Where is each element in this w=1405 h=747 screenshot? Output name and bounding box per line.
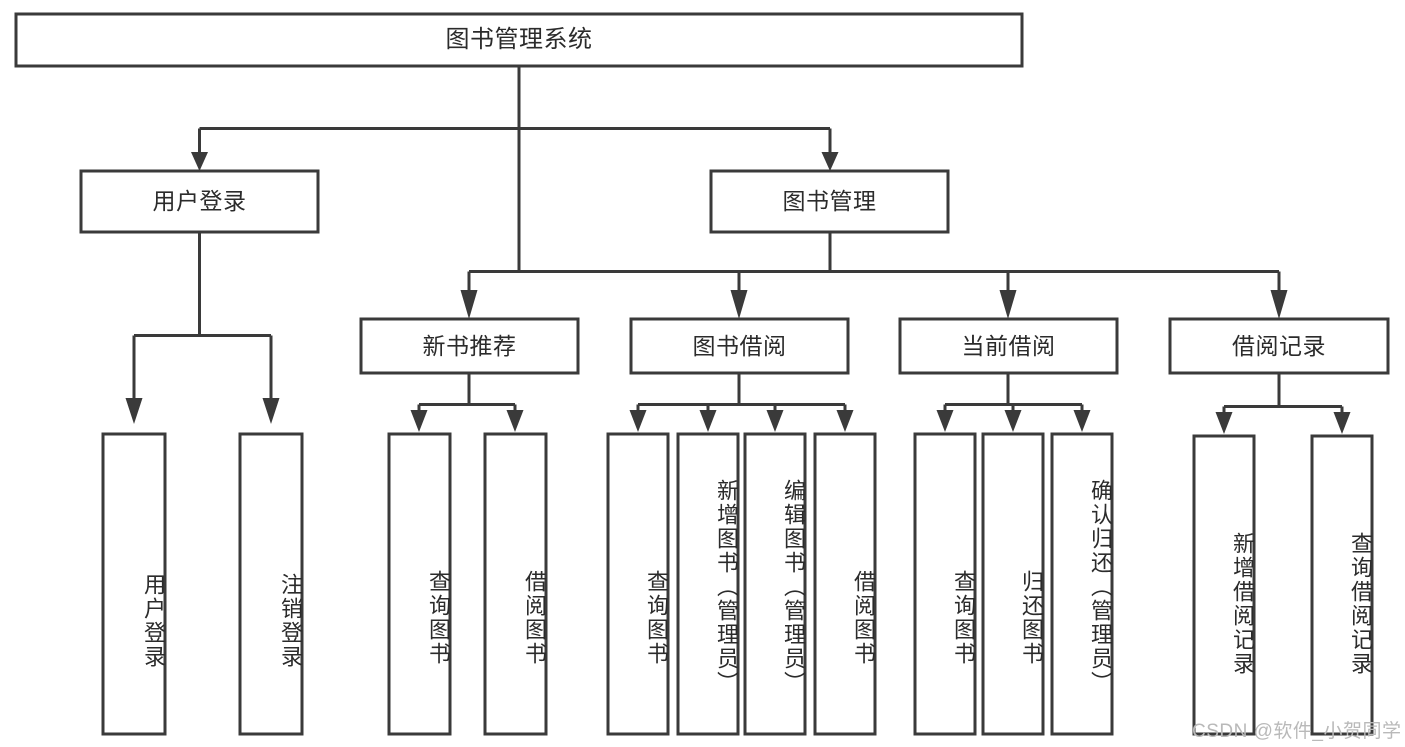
node-box-leaf-3[interactable] [387,432,452,736]
arrowhead-l2-2 [821,152,839,171]
arrowhead-leaf-3 [410,410,428,432]
arrowhead-l3-1 [460,290,478,319]
node-box-l3-3[interactable] [898,317,1119,375]
arrowhead-leaf-13 [1333,412,1351,434]
node-box-leaf-4[interactable] [483,432,548,736]
arrowhead-leaf-6 [699,410,717,432]
arrowhead-leaf-11 [1073,410,1091,432]
node-box-l3-2[interactable] [629,317,850,375]
arrowhead-leaf-9 [936,410,954,432]
arrowhead-leaf-8 [836,410,854,432]
node-box-l2-2[interactable] [709,169,950,234]
node-box-leaf-8[interactable] [813,432,877,736]
arrowhead-leaf-7 [766,410,784,432]
arrowhead-l3-2 [730,290,748,319]
node-box-l2-1[interactable] [79,169,320,234]
arrowhead-l3-4 [1270,290,1288,319]
arrowhead-leaf-10 [1004,410,1022,432]
arrowhead-l3-3 [999,290,1017,319]
arrowhead-leaf-12 [1215,412,1233,434]
arrowhead-leaf-5 [629,410,647,432]
node-box-root[interactable] [14,12,1024,68]
node-box-leaf-1[interactable] [101,432,167,736]
node-box-leaf-2[interactable] [238,432,304,736]
arrowhead-leaf-2 [262,398,280,424]
arrowhead-l2-1 [191,152,208,171]
node-box-leaf-12[interactable] [1192,434,1256,736]
box-group [14,12,1390,736]
node-box-leaf-10[interactable] [981,432,1045,736]
node-box-leaf-9[interactable] [913,432,977,736]
connector-group [125,66,1351,434]
node-box-l3-1[interactable] [359,317,580,375]
node-box-leaf-7[interactable] [743,432,807,736]
node-box-leaf-5[interactable] [606,432,670,736]
node-box-l3-4[interactable] [1168,317,1390,375]
node-box-leaf-11[interactable] [1050,432,1114,736]
arrowhead-leaf-1 [125,398,143,424]
node-box-leaf-13[interactable] [1310,434,1374,736]
arrowhead-leaf-4 [506,410,524,432]
node-box-leaf-6[interactable] [676,432,740,736]
